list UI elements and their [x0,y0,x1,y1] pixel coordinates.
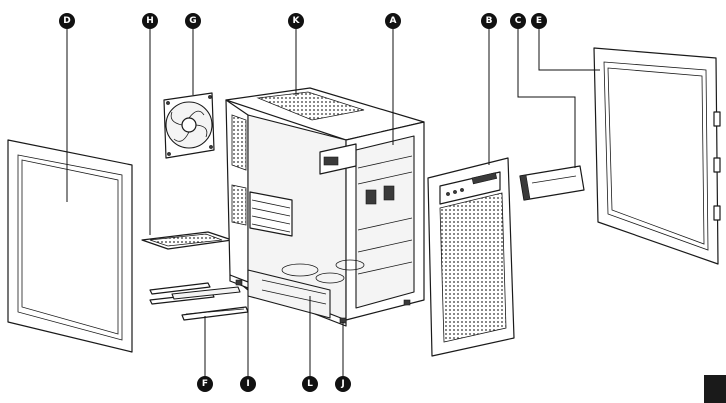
callout-G: G [185,13,201,29]
drive-rails [149,282,249,321]
callout-I-label: I [246,379,249,389]
left-side-panel [7,139,133,353]
callout-H-label: H [146,16,154,26]
front-bezel [427,157,515,357]
right-side-panel [593,47,721,265]
callout-J-label: J [340,379,344,389]
callout-G-label: G [189,16,196,26]
callout-F-label: F [202,379,208,389]
dust-filter-tray [141,231,233,250]
callout-B: B [481,13,497,29]
leader-lines [66,25,600,380]
callout-I: I [240,376,256,392]
callout-E-label: E [536,16,542,26]
callout-L-label: L [307,379,313,389]
callout-K: K [288,13,304,29]
case-fan [163,92,215,159]
callout-F: F [197,376,213,392]
callout-C-label: C [515,16,522,26]
callout-H: H [142,13,158,29]
main-chassis [225,87,425,327]
callout-A-label: A [390,16,397,26]
callout-E: E [531,13,547,29]
callout-J: J [335,376,351,392]
callout-C: C [510,13,526,29]
drive-bay-cover [519,165,585,201]
callout-A: A [385,13,401,29]
callout-K-label: K [293,16,301,26]
callout-D: D [59,13,75,29]
callout-D-label: D [63,16,70,26]
callout-B-label: B [486,16,493,26]
page-corner-tab [704,375,726,403]
callout-L: L [302,376,318,392]
